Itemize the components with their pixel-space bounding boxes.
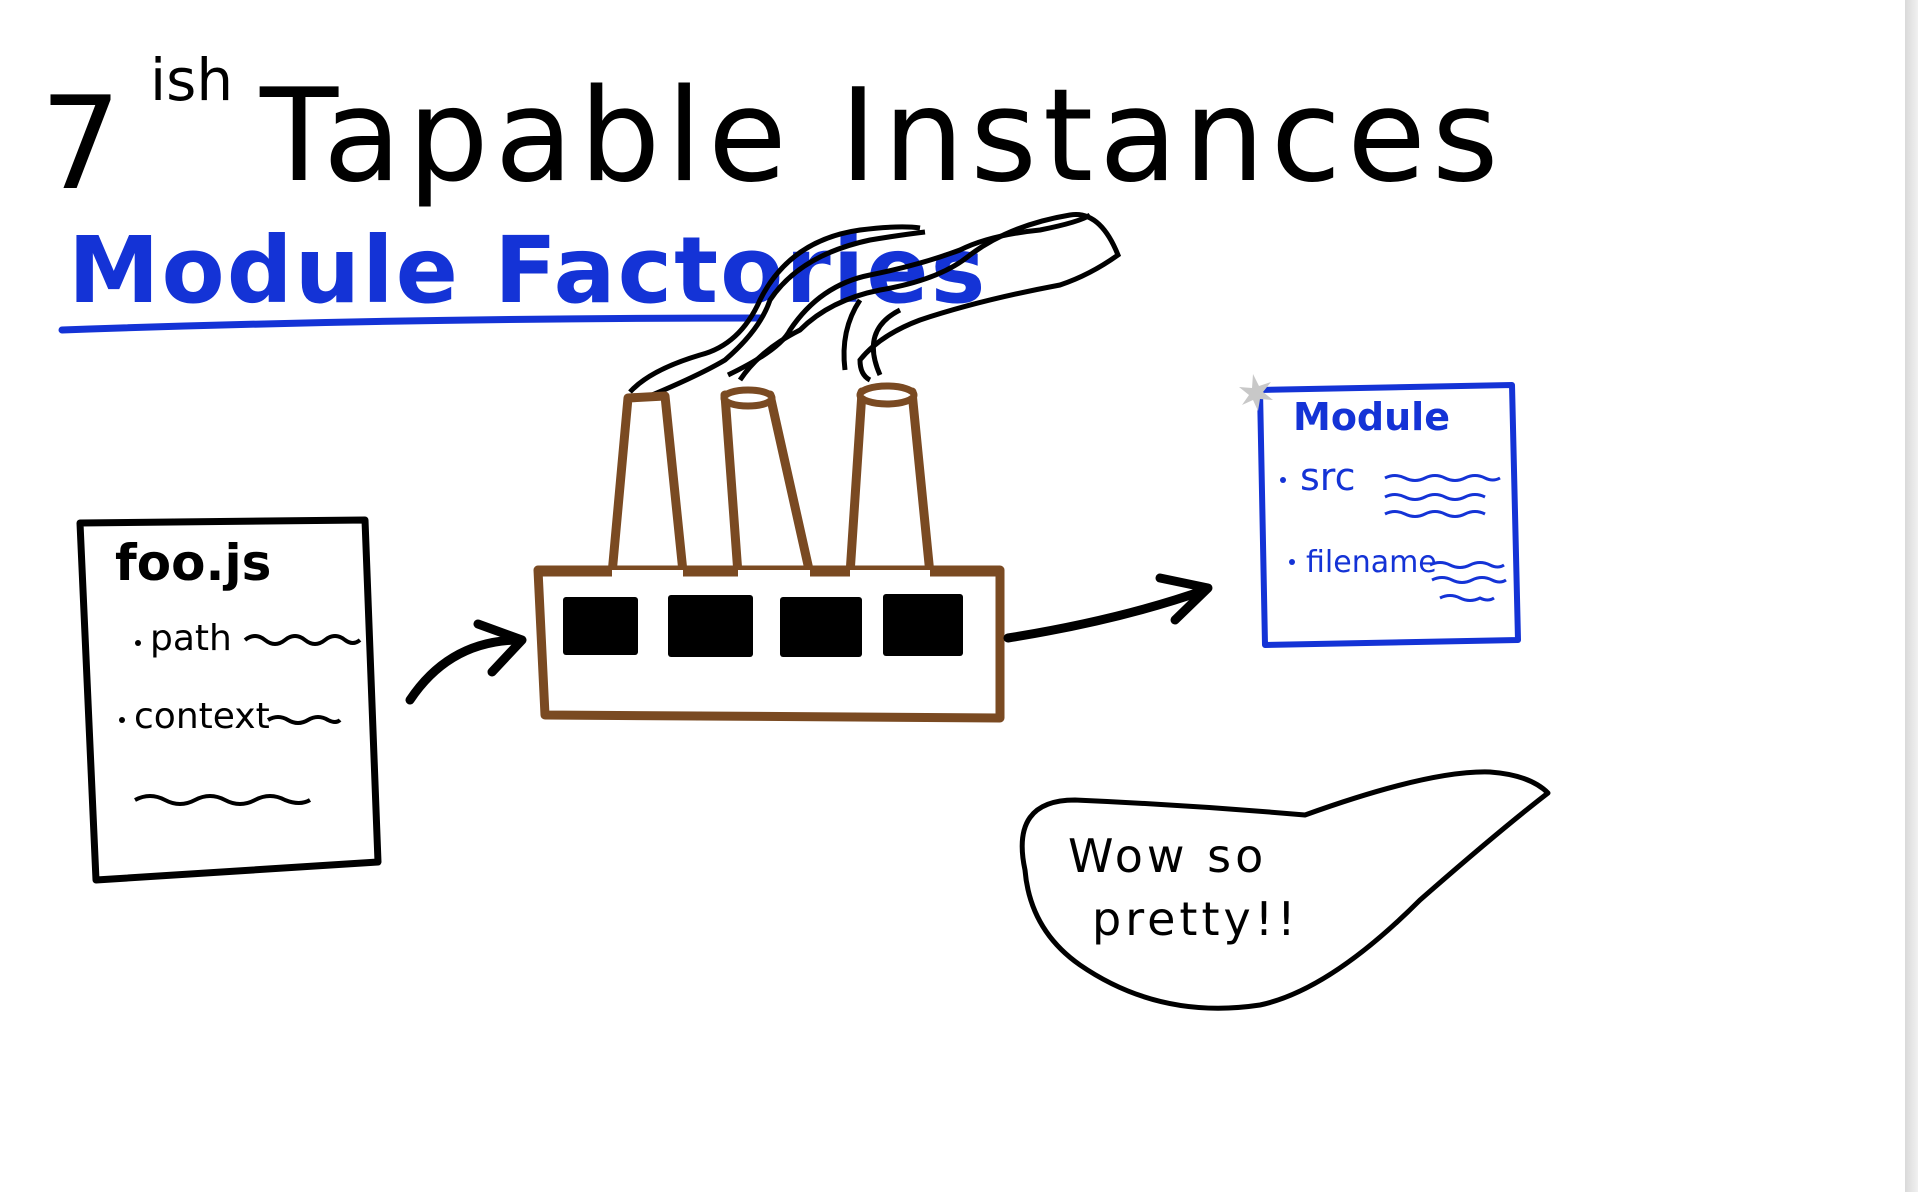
- scribble-line: [243, 634, 362, 646]
- title-number: 7: [40, 70, 127, 219]
- bullet-dot: [1289, 559, 1295, 565]
- smoke-line: [726, 212, 1092, 378]
- scribble-line: [1439, 594, 1495, 602]
- factory-window: [883, 594, 963, 656]
- output-module-card: Module src filename: [1239, 374, 1521, 648]
- smoke-line: [644, 229, 926, 401]
- input-file-item-path: path: [150, 618, 232, 659]
- module-item-src: src: [1300, 455, 1355, 499]
- smoke-line: [628, 224, 921, 394]
- bullet-dot: [119, 717, 125, 723]
- smoke-line: [841, 298, 863, 371]
- speech-line-2: pretty!!: [1092, 892, 1300, 946]
- module-title: Module: [1293, 395, 1450, 439]
- smoke-line: [737, 212, 1122, 383]
- speech-line-1: Wow so: [1068, 829, 1267, 883]
- scribble-line: [1431, 576, 1507, 584]
- module-item-filename: filename: [1306, 545, 1437, 580]
- chimney: [607, 391, 688, 579]
- input-file-name: foo.js: [115, 534, 271, 592]
- speech-bubble: Wow so pretty!!: [1019, 769, 1551, 1011]
- input-file-outline: [76, 516, 382, 884]
- scribble-line: [1429, 561, 1505, 569]
- chimney: [845, 387, 935, 579]
- factory-illustration: [533, 212, 1122, 723]
- bullet-dot: [1280, 477, 1286, 483]
- bullet-dot: [135, 640, 141, 646]
- factory-window: [563, 597, 638, 655]
- smoke-line: [870, 307, 902, 377]
- scribble-line: [134, 794, 312, 806]
- factory-window: [780, 597, 862, 657]
- title-group: 7 ish Tapable Instances: [40, 46, 1505, 219]
- title-text: Tapable Instances: [259, 62, 1505, 211]
- arrow-to-module: [1003, 573, 1213, 643]
- scribble-line: [1384, 474, 1501, 482]
- arrow-to-factory: [405, 619, 527, 705]
- factory-window: [668, 595, 753, 657]
- title-superscript: ish: [150, 46, 233, 114]
- speech-bubble-outline: [1019, 769, 1551, 1011]
- input-file-card: foo.js path context: [76, 516, 382, 884]
- sparkle-icon: [1239, 374, 1273, 411]
- input-file-item-context: context: [134, 696, 270, 737]
- subtitle-underline: [58, 314, 764, 334]
- scribble-line: [1384, 493, 1486, 501]
- scribble-line: [1384, 510, 1486, 518]
- scribble-line: [266, 715, 342, 725]
- window-edge: [1905, 0, 1918, 1192]
- chimney: [720, 390, 815, 579]
